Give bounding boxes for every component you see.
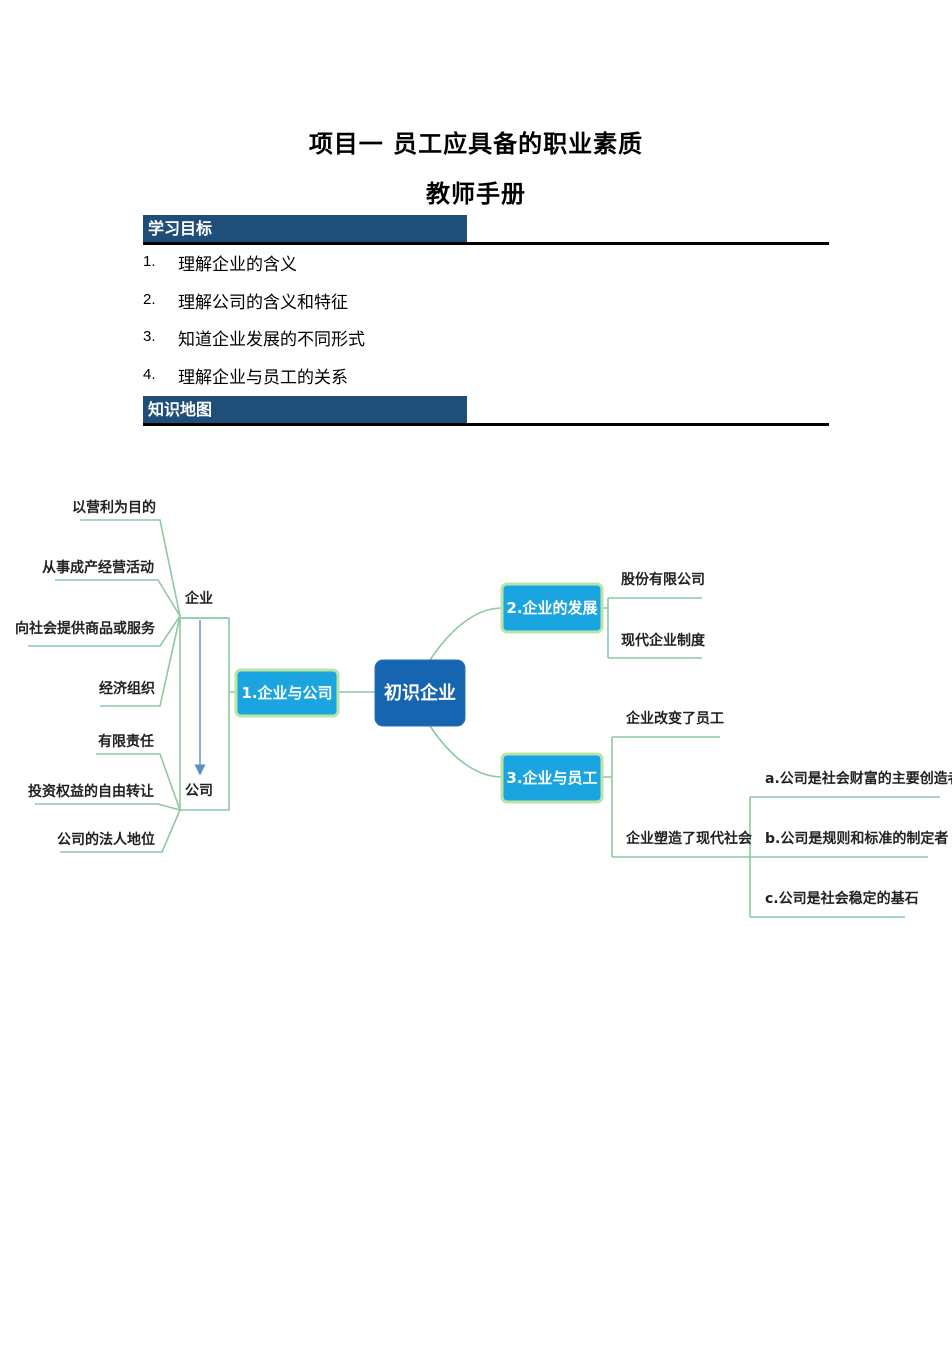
dev-item-label: 股份有限公司 [621, 571, 705, 588]
branch1-node [234, 668, 340, 718]
qiye-item-label: 从事成产经营活动 [42, 559, 154, 576]
center-node-label: 初识企业 [384, 682, 456, 704]
list-item-text: 理解企业与员工的关系 [178, 367, 348, 388]
connector-center-branch2 [429, 607, 503, 661]
emp-item-label: 企业塑造了现代社会 [625, 830, 753, 847]
connector-item-1 [80, 519, 181, 617]
society-item-label: a.公司是社会财富的主要创造者 [765, 770, 952, 787]
connector-center-branch3 [429, 725, 503, 778]
list-item: 2. 理解公司的含义和特征 [143, 288, 365, 326]
list-item: 1. 理解企业的含义 [143, 250, 365, 288]
center-node [374, 659, 466, 727]
branch2-node [500, 582, 604, 634]
connector-gongsi-1 [96, 753, 181, 811]
connector-gongsi-3 [60, 809, 181, 853]
knowledge-mind-map: 初识企业 1.企业与公司 2.企业的发展 3.企业与员工 企业 公司 以营利为目… [15, 499, 952, 918]
qiye-label: 企业 [184, 590, 213, 607]
branch3-node [500, 752, 604, 804]
connector-gongsi-2 [35, 803, 181, 811]
list-item-text: 知道企业发展的不同形式 [178, 330, 365, 350]
society-item-label: c.公司是社会稳定的基石 [765, 890, 919, 907]
list-item-number: 1. [143, 253, 156, 270]
gongsi-label: 公司 [185, 783, 213, 799]
connector-qiye-group [179, 617, 236, 811]
list-item-text: 理解公司的含义和特征 [178, 292, 348, 313]
connector-item-3 [28, 615, 181, 647]
branch2-node-label: 2.企业的发展 [506, 599, 597, 617]
gongsi-item-label: 有限责任 [98, 733, 154, 750]
branch1-node-label: 1.企业与公司 [241, 684, 332, 702]
dev-item-label: 现代企业制度 [621, 632, 706, 649]
objectives-header-label: 学习目标 [143, 215, 467, 242]
document-title: 项目一 员工应具备的职业素质 [308, 130, 644, 158]
qiye-item-label: 以营利为目的 [72, 499, 156, 516]
connector-emp [602, 737, 613, 857]
qiye-item-label: 经济组织 [99, 680, 155, 697]
list-item-number: 2. [143, 290, 156, 308]
document-subtitle: 教师手册 [426, 180, 526, 208]
objectives-list: 1. 理解企业的含义 2. 理解公司的含义和特征 3. 知道企业发展的不同形式 4. 理… [143, 250, 365, 400]
objectives-section-header: 学习目标 [143, 215, 829, 245]
knowledge-map-section-header: 知识地图 [143, 396, 829, 426]
connector-item-4 [100, 615, 181, 707]
connector-item-2 [55, 579, 181, 617]
society-item-label: b.公司是规则和标准的制定者 [765, 830, 948, 847]
list-item-number: 3. [143, 328, 156, 345]
list-item: 3. 知道企业发展的不同形式 [143, 325, 365, 363]
qiye-item-label: 向社会提供商品或服务 [15, 620, 156, 637]
emp-item-label: 企业改变了员工 [625, 710, 724, 727]
list-item: 4. 理解企业与员工的关系 [143, 363, 365, 401]
list-item-number: 4. [143, 365, 156, 383]
gongsi-item-label: 投资权益的自由转让 [28, 783, 154, 800]
list-item-text: 理解企业的含义 [178, 255, 297, 275]
gongsi-item-label: 公司的法人地位 [57, 831, 155, 848]
knowledge-map-header-label: 知识地图 [143, 396, 467, 423]
connector-dev [602, 598, 609, 658]
branch3-node-label: 3.企业与员工 [506, 769, 597, 787]
